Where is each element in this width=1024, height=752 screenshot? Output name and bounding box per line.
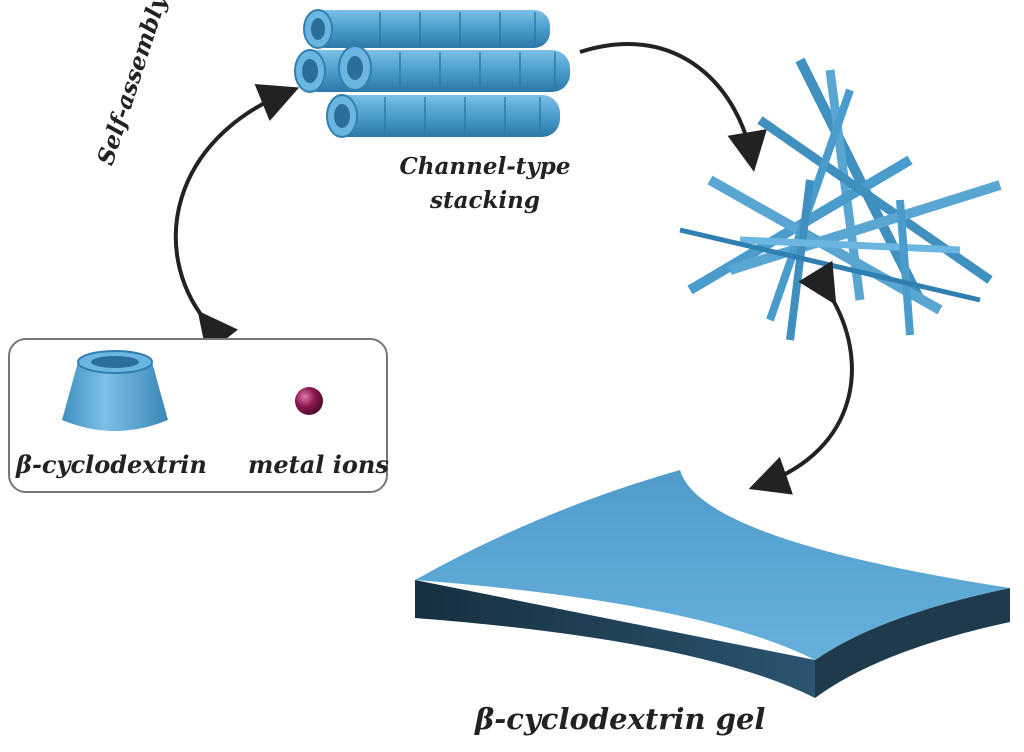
gel-slab bbox=[415, 470, 1010, 698]
channel-stacking-tubes bbox=[294, 9, 570, 138]
fiber-network bbox=[679, 57, 1002, 341]
arrow-self-assembly bbox=[173, 84, 300, 355]
stacking-label: Channel-type stacking bbox=[385, 150, 585, 218]
metal-ions-label: metal ions bbox=[248, 450, 389, 479]
gel-label: β-cyclodextrin gel bbox=[475, 702, 766, 736]
arrow-fibers-to-gel bbox=[748, 260, 854, 495]
cyclodextrin-label: β-cyclodextrin bbox=[16, 450, 207, 479]
stacking-label-line2: stacking bbox=[430, 187, 540, 214]
stacking-label-line1: Channel-type bbox=[399, 153, 571, 180]
arrow-stacking-to-fibers bbox=[579, 42, 767, 172]
